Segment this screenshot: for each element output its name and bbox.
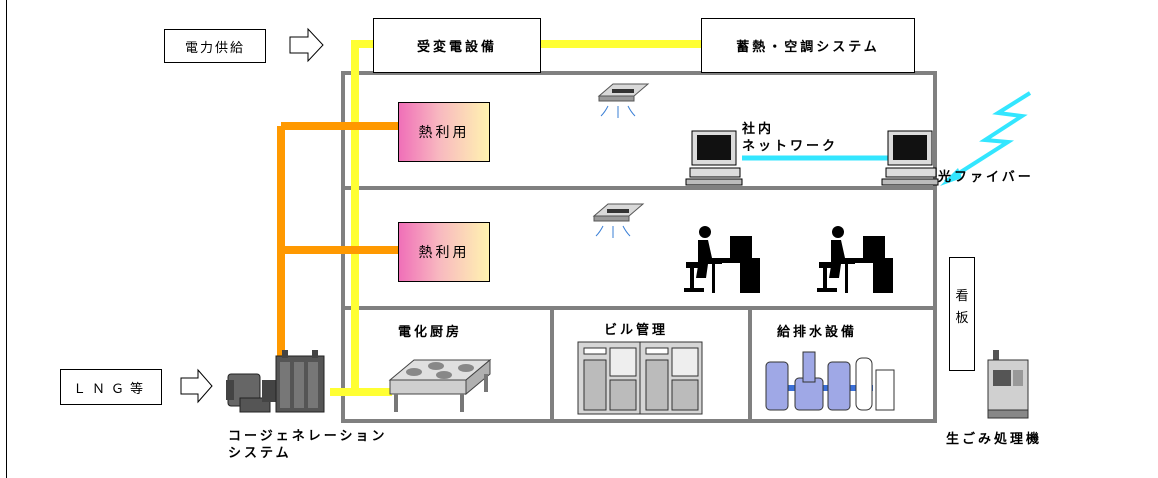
thermal-storage-box: 蓄熱・空調システム — [701, 18, 915, 73]
water-facility-label: 給排水設備 — [777, 325, 858, 340]
heat-use-box-upper: 熱利用 — [398, 102, 490, 162]
electric-kitchen-icon — [388, 358, 492, 412]
office-worker-icon-1 — [684, 226, 760, 293]
computer-icon-left — [685, 130, 743, 186]
cogeneration-label: コージェネレーション システム — [228, 429, 388, 461]
network-label: 社内 ネットワーク — [742, 122, 839, 154]
left-border-line — [6, 0, 7, 478]
garbage-processor-icon — [987, 350, 1029, 419]
ac-unit-icon-upper — [597, 83, 650, 118]
signboard-box: 看 板 — [949, 257, 975, 371]
fiber-label: 光ファイバー — [938, 170, 1034, 185]
ac-unit-icon-middle — [592, 203, 645, 238]
computer-icon-right — [881, 130, 939, 186]
lng-arrow-icon — [180, 368, 213, 404]
power-line — [330, 40, 701, 396]
building-management-label: ビル管理 — [604, 323, 669, 338]
water-facility-icon — [765, 351, 895, 411]
fiber-bolt-icon — [943, 91, 1032, 184]
office-worker-icon-2 — [817, 226, 893, 293]
substation-box: 受変電設備 — [373, 18, 541, 73]
kitchen-label: 電化厨房 — [398, 325, 463, 340]
heat-pipe — [277, 122, 398, 370]
power-supply-box: 電力供給 — [164, 29, 266, 63]
lng-box: ＬＮＧ等 — [60, 369, 162, 405]
power-arrow-icon — [289, 27, 324, 63]
building-management-icon — [577, 341, 703, 415]
signboard-label: 看 板 — [955, 289, 969, 326]
cogeneration-icon — [226, 350, 325, 413]
garbage-processor-label: 生ごみ処理機 — [946, 432, 1043, 447]
heat-use-box-middle: 熱利用 — [398, 222, 490, 282]
